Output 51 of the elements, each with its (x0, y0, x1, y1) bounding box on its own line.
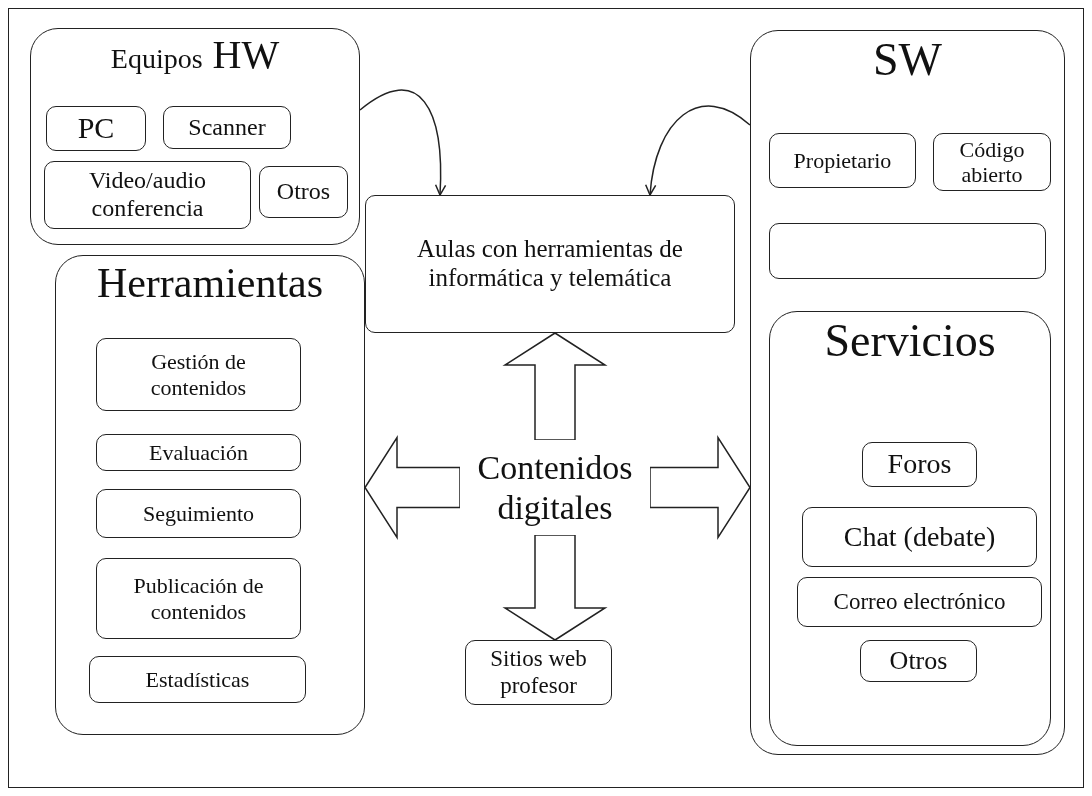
node-label: PC (76, 111, 116, 146)
curved-arrow (359, 89, 447, 196)
group-title: SW (873, 35, 942, 86)
node-label: Estadísticas (144, 666, 251, 693)
node-label: Foros (886, 448, 953, 481)
item-box (860, 640, 977, 682)
item-box (96, 558, 301, 639)
group-title: HW (212, 33, 280, 77)
node-label: Seguimiento (141, 500, 256, 527)
node-label: Chat (debate) (842, 520, 997, 554)
block-arrow (502, 332, 608, 441)
item-box (44, 161, 251, 229)
item-box (89, 656, 306, 703)
block-arrow (364, 434, 461, 541)
block-arrow (649, 434, 751, 541)
item-box (46, 106, 146, 151)
item-box (96, 338, 301, 411)
group-panel (750, 30, 1065, 755)
node-label: Evaluación (148, 439, 249, 466)
group-panel (30, 28, 360, 245)
item-box (163, 106, 291, 149)
node-label: Gestión de contenidos (149, 349, 248, 400)
item-box (365, 195, 735, 333)
group-title: Herramientas (96, 260, 324, 307)
item-box (797, 577, 1042, 627)
item-box (96, 489, 301, 538)
item-box (802, 507, 1037, 567)
group-title: Servicios (824, 316, 996, 367)
node-label: Scanner (187, 113, 267, 142)
item-box (933, 133, 1051, 191)
node-label: Publicación de contenidos (132, 573, 265, 624)
block-arrow (502, 534, 608, 641)
node-label: Código abierto (958, 136, 1026, 188)
node-label: Video/audio conferencia (87, 167, 208, 223)
empty-box (769, 223, 1046, 279)
node-label: Contenidos digitales (476, 448, 634, 527)
group-title: Equipos (110, 44, 203, 75)
item-box (259, 166, 348, 218)
node-label: Otros (275, 178, 332, 206)
node-label: Otros (888, 646, 949, 676)
group-panel (769, 311, 1051, 746)
node-label: Sitios web profesor (489, 646, 588, 699)
item-box (769, 133, 916, 188)
node-label: Aulas con herramientas de informática y telemática (416, 235, 684, 293)
item-box (862, 442, 977, 487)
item-box (96, 434, 301, 471)
curved-arrow (645, 105, 751, 196)
node-label: Correo electrónico (832, 588, 1007, 616)
group-panel (55, 255, 365, 735)
item-box (465, 640, 612, 705)
node-label: Propietario (792, 147, 893, 174)
